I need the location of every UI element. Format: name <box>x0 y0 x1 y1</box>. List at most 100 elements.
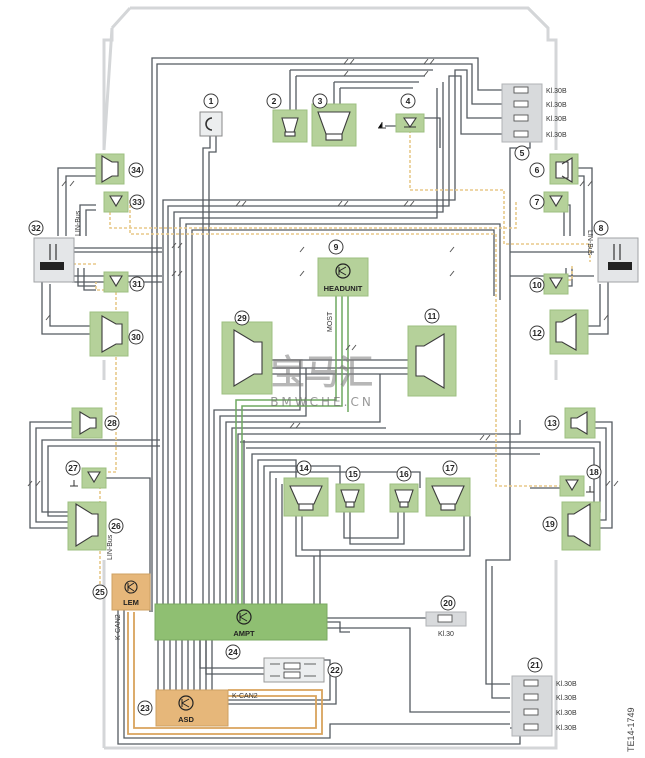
callout-8: 8 <box>599 223 604 233</box>
callout-10: 10 <box>532 280 542 290</box>
speaker-15 <box>335 483 365 513</box>
speaker-19 <box>561 501 601 551</box>
led-7 <box>543 191 569 213</box>
center-wiring <box>213 359 540 612</box>
callout-27: 27 <box>68 463 78 473</box>
fuse-21-label-2: Kl.30B <box>556 695 577 702</box>
k-can2-label-lem: K-CAN2 <box>115 614 122 640</box>
callout-32: 32 <box>31 223 41 233</box>
speaker-3 <box>311 103 357 147</box>
vehicle-outline-top <box>110 6 550 30</box>
callout-33: 33 <box>132 197 142 207</box>
document-id: TE14-1749 <box>626 707 636 752</box>
speaker-16 <box>389 483 419 513</box>
lin-bus-wires <box>56 130 591 588</box>
fuse-label-2: Kl.30B <box>546 102 567 109</box>
lin-bus-label-left: LIN-Bus <box>75 210 82 236</box>
callout-17: 17 <box>445 463 455 473</box>
callout-21: 21 <box>530 660 540 670</box>
speaker-11 <box>407 325 457 397</box>
fuse-label-4: Kl.30B <box>546 132 567 139</box>
most-bus-wires <box>235 296 349 612</box>
fuse-block-21 <box>511 675 553 737</box>
callout-30: 30 <box>131 332 141 342</box>
callout-20: 20 <box>443 598 453 608</box>
callout-14: 14 <box>299 463 309 473</box>
lem-module <box>111 573 151 611</box>
led-18 <box>559 475 594 497</box>
callout-13: 13 <box>547 418 557 428</box>
callout-22: 22 <box>330 665 340 675</box>
fuse-21-label-3: Kl.30B <box>556 710 577 717</box>
led-4 <box>378 113 425 133</box>
speaker-26 <box>67 501 107 551</box>
lem-label: LEM <box>123 598 139 607</box>
callout-26: 26 <box>111 521 121 531</box>
callout-9: 9 <box>334 242 339 252</box>
speaker-34 <box>95 153 125 185</box>
watermark-logo: 宝马汇 <box>271 353 373 393</box>
wire-break-marks <box>27 58 619 487</box>
speaker-17 <box>425 477 471 517</box>
fuse-block-5 <box>501 83 543 143</box>
watermark-site: BMWCHE.CN <box>270 395 374 409</box>
ampt-label: AMPT <box>233 629 255 638</box>
callout-23: 23 <box>140 703 150 713</box>
callout-12: 12 <box>532 328 542 338</box>
most-label: MOST <box>327 311 334 332</box>
fuse-label-1: Kl.30B <box>546 88 567 95</box>
callout-3: 3 <box>318 96 323 106</box>
headunit-module <box>317 257 369 297</box>
callout-25: 25 <box>95 587 105 597</box>
callout-29: 29 <box>237 313 247 323</box>
lower-wiring <box>117 134 531 745</box>
asd-label: ASD <box>178 715 194 724</box>
fuse-21-label-4: Kl.30B <box>556 725 577 732</box>
callout-15: 15 <box>348 469 358 479</box>
lin-bus-label-right: LIN-Bus <box>586 230 593 256</box>
callout-5: 5 <box>520 148 525 158</box>
amplifier-module <box>154 603 328 641</box>
callout-16: 16 <box>399 469 409 479</box>
relay-22 <box>263 657 325 683</box>
speaker-30 <box>89 311 129 357</box>
component-callouts: 1 2 3 4 5 6 7 8 9 10 11 12 13 14 15 16 1… <box>28 93 609 716</box>
led-27 <box>70 467 107 489</box>
callout-34: 34 <box>131 165 141 175</box>
lin-bus-label-lem: LIN-Bus <box>107 534 114 560</box>
callout-11: 11 <box>428 311 437 321</box>
fuse-21-label-1: Kl.30B <box>556 681 577 688</box>
microphone <box>199 111 223 137</box>
callout-4: 4 <box>406 96 411 106</box>
speaker-13 <box>564 407 596 439</box>
asd-module <box>155 689 229 727</box>
callout-31: 31 <box>132 279 142 289</box>
module-32 <box>33 237 75 283</box>
callout-19: 19 <box>545 519 555 529</box>
speaker-29 <box>221 321 273 395</box>
headunit-label: HEADUNIT <box>324 284 363 293</box>
k-can2-label-asd: K-CAN2 <box>232 693 258 700</box>
fuse-20 <box>425 611 467 627</box>
harness-wires <box>151 57 510 612</box>
callout-6: 6 <box>535 165 540 175</box>
callout-18: 18 <box>589 467 599 477</box>
fuse-20-label: Kl.30 <box>438 631 454 638</box>
speaker-6 <box>549 153 579 185</box>
speaker-12 <box>549 309 589 355</box>
led-33 <box>103 191 129 213</box>
callout-2: 2 <box>272 96 277 106</box>
module-8 <box>597 237 639 283</box>
speaker-14 <box>283 477 329 517</box>
callout-24: 24 <box>228 647 238 657</box>
k-can2-wires <box>127 612 323 735</box>
vehicle-outline <box>102 6 558 151</box>
led-31 <box>103 271 129 293</box>
callout-28: 28 <box>107 418 117 428</box>
left-wiring <box>29 167 162 612</box>
callout-1: 1 <box>209 96 214 106</box>
fuse-label-3: Kl.30B <box>546 116 567 123</box>
speaker-2 <box>272 109 308 143</box>
speaker-28 <box>71 407 103 439</box>
